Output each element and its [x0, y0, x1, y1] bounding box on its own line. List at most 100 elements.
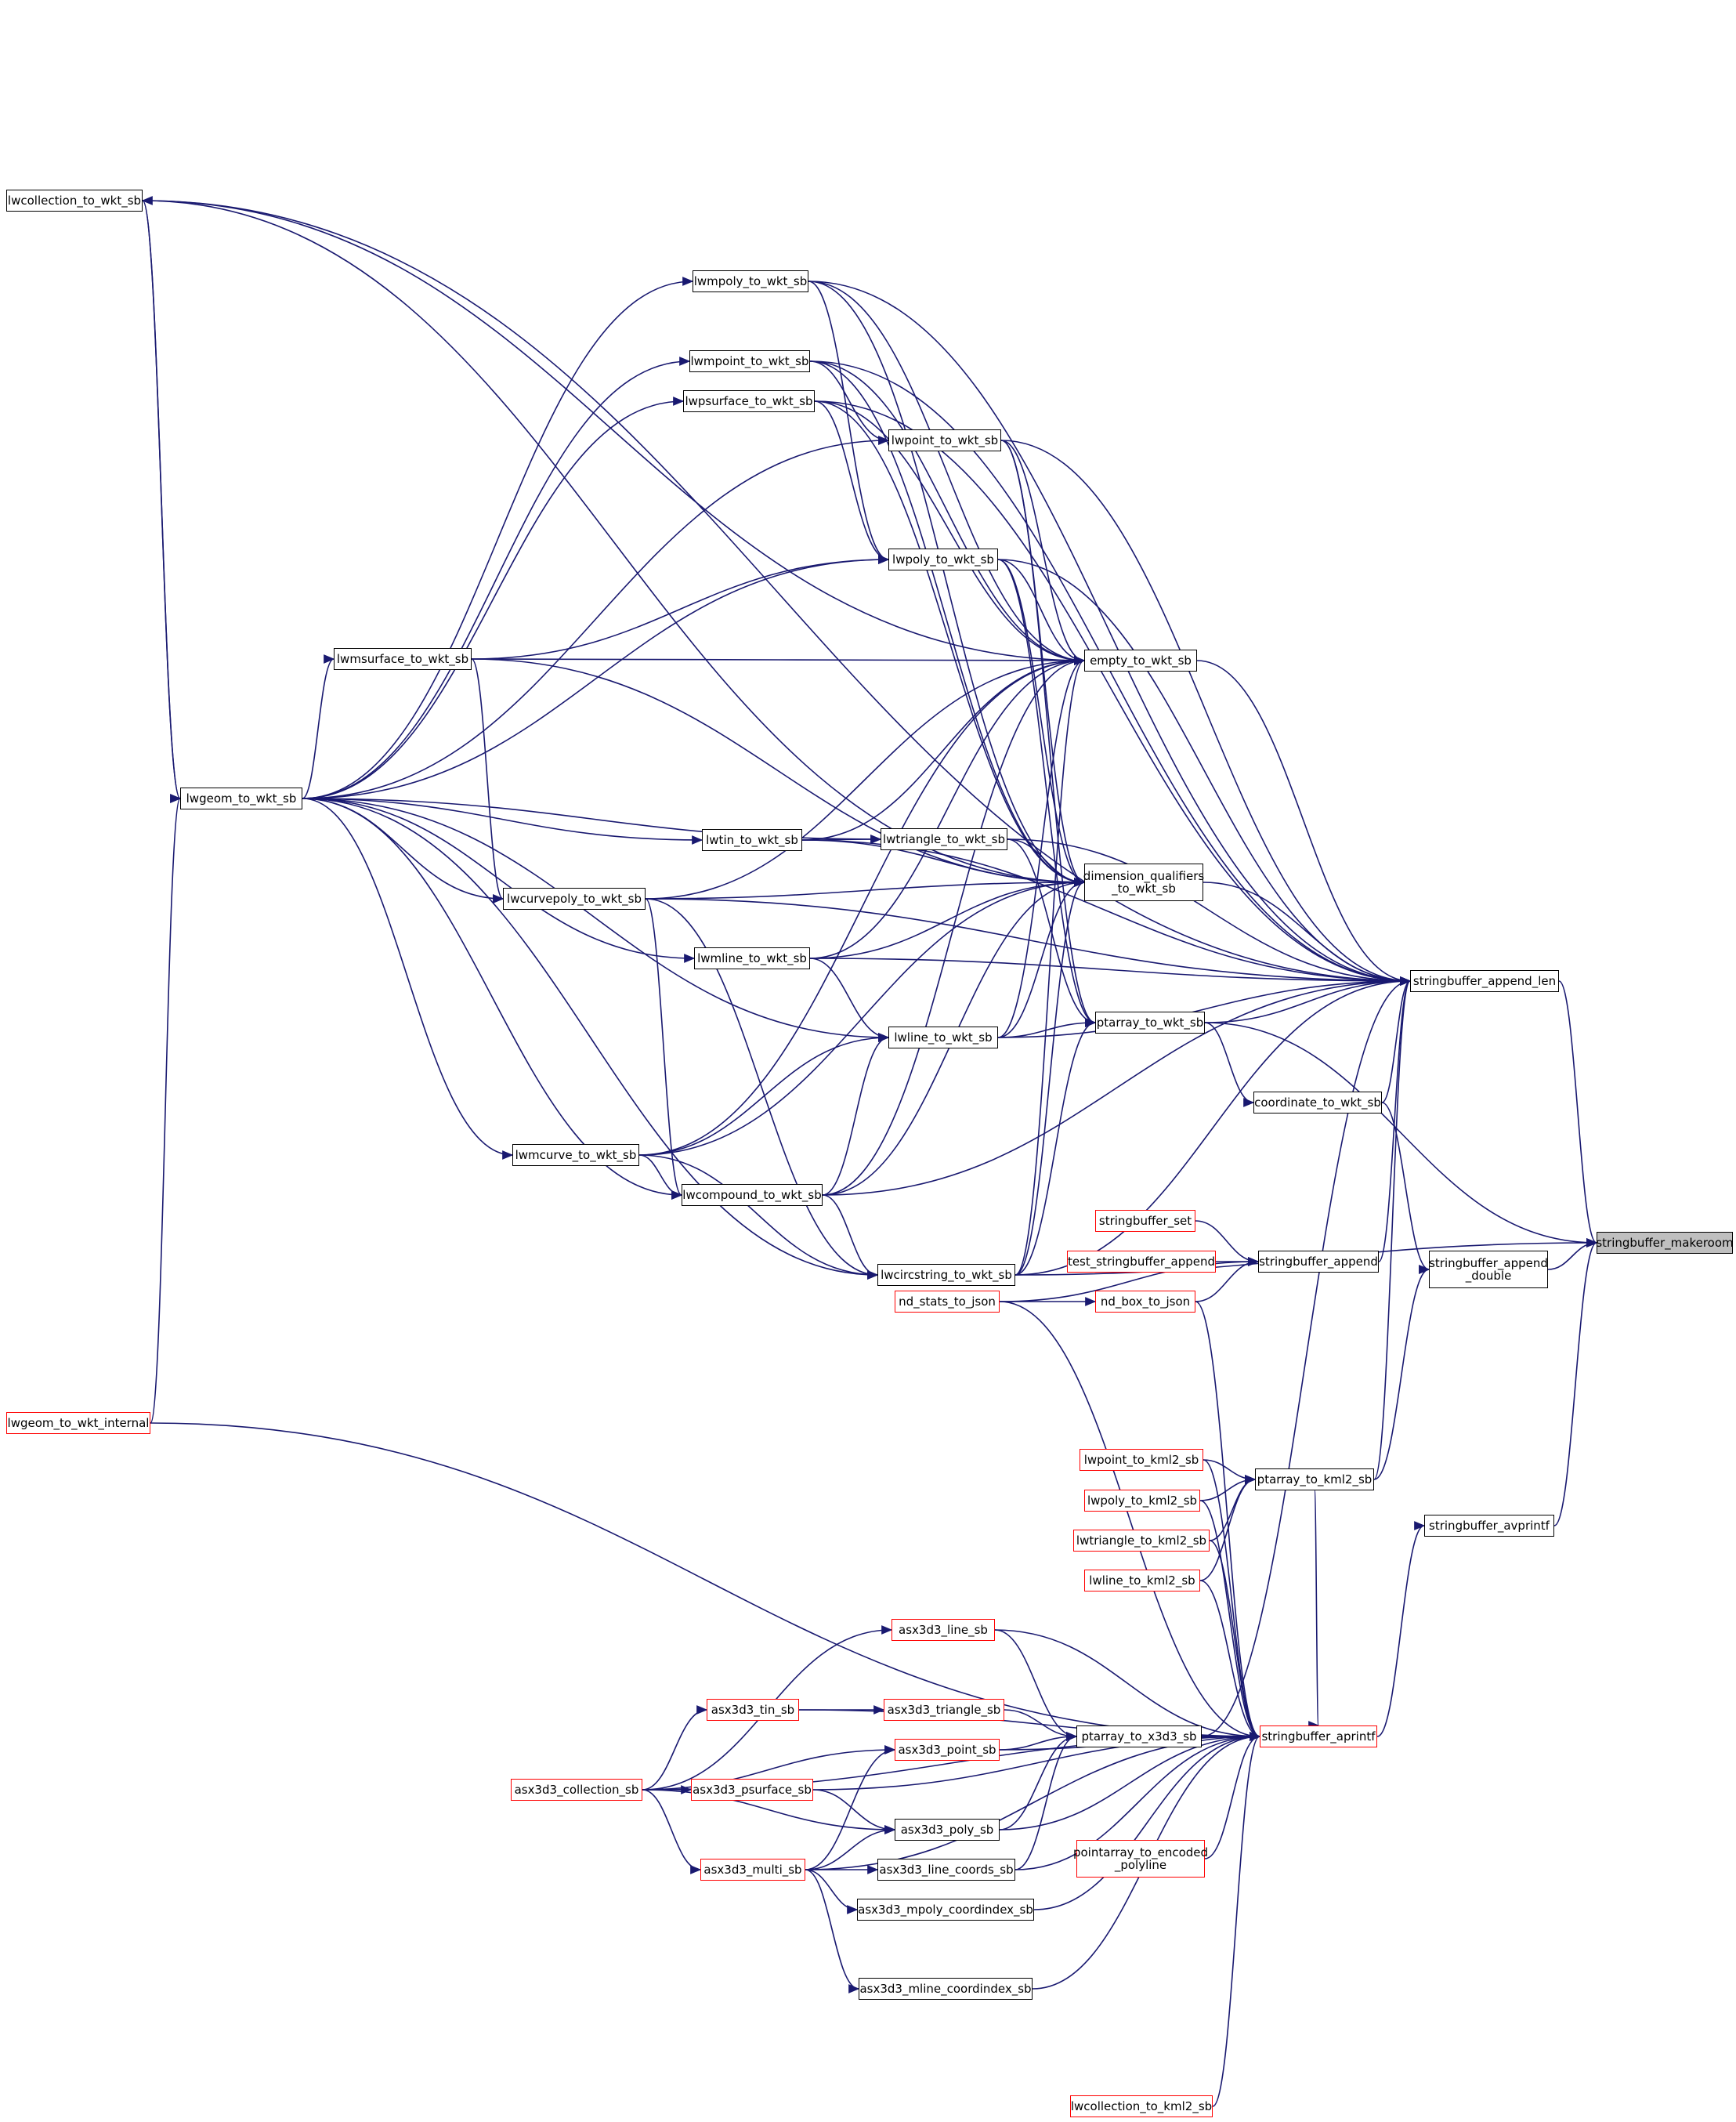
edge-lwcircstring-to-wkt-sb-to-stringbuffer-append-len [1014, 976, 1412, 1276]
node-lwgeom-to-wkt-internal[interactable]: lwgeom_to_wkt_internal [6, 1412, 150, 1434]
node-label: _polyline [1114, 1858, 1167, 1872]
node-lwcurvepoly-to-wkt-sb[interactable]: lwcurvepoly_to_wkt_sb [503, 888, 646, 910]
node-asx3d3-point-sb[interactable]: asx3d3_point_sb [895, 1739, 1000, 1761]
node-lwmline-to-wkt-sb[interactable]: lwmline_to_wkt_sb [694, 947, 810, 969]
node-nd-stats-to-json[interactable]: nd_stats_to_json [895, 1291, 1000, 1313]
node-nd-box-to-json[interactable]: nd_box_to_json [1095, 1291, 1195, 1313]
node-label: stringbuffer_append_len [1412, 973, 1557, 988]
edge-lwtriangle-to-kml2-sb-to-stringbuffer-aprintf [1209, 1540, 1261, 1741]
edge-ptarray-to-wkt-sb-to-coordinate-to-wkt-sb [1204, 1022, 1255, 1107]
node-stringbuffer-aprintf[interactable]: stringbuffer_aprintf [1260, 1725, 1377, 1747]
node-asx3d3-collection-sb[interactable]: asx3d3_collection_sb [511, 1779, 642, 1801]
node-label: asx3d3_psurface_sb [693, 1782, 812, 1797]
edge-ptarray-to-x3d3-sb-to-stringbuffer-append-len [1201, 976, 1412, 1737]
edge-asx3d3-multi-sb-to-asx3d3-poly-sb [805, 1825, 896, 1870]
edge-lwpoly-to-kml2-sb-to-stringbuffer-aprintf [1199, 1500, 1261, 1741]
edge-lwcollection-to-wkt-sb-to-empty-to-wkt-sb [142, 200, 1086, 665]
node-label: nd_stats_to_json [899, 1294, 996, 1309]
node-pointarray-to-encoded-polyline[interactable]: pointarray_to_encoded_polyline [1072, 1840, 1209, 1878]
node-label: lwmline_to_wkt_sb [697, 951, 807, 965]
node-stringbuffer-append[interactable]: stringbuffer_append [1258, 1251, 1379, 1273]
edge-lwgeom-to-wkt-sb-to-lwline-to-wkt-sb [302, 798, 890, 1042]
edge-empty-to-wkt-sb-to-stringbuffer-append-len [1196, 660, 1412, 986]
node-lwtin-to-wkt-sb[interactable]: lwtin_to_wkt_sb [702, 829, 802, 851]
node-lwmpoly-to-wkt-sb[interactable]: lwmpoly_to_wkt_sb [693, 270, 808, 292]
node-asx3d3-multi-sb[interactable]: asx3d3_multi_sb [700, 1859, 805, 1881]
node-lwpoly-to-kml2-sb[interactable]: lwpoly_to_kml2_sb [1084, 1490, 1200, 1512]
node-label: lwmsurface_to_wkt_sb [336, 651, 469, 666]
edge-lwcurvepoly-to-wkt-sb-to-lwcompound-to-wkt-sb [645, 898, 683, 1200]
edge-asx3d3-collection-sb-to-asx3d3-multi-sb [642, 1789, 702, 1874]
node-asx3d3-line-coords-sb[interactable]: asx3d3_line_coords_sb [877, 1859, 1015, 1881]
edge-lwmsurface-to-wkt-sb-to-empty-to-wkt-sb [471, 656, 1086, 665]
node-ptarray-to-wkt-sb[interactable]: ptarray_to_wkt_sb [1095, 1012, 1205, 1034]
node-lwtriangle-to-wkt-sb[interactable]: lwtriangle_to_wkt_sb [881, 828, 1007, 850]
node-dimension-qualifiers-to-wkt-sb[interactable]: dimension_qualifiers_to_wkt_sb [1083, 864, 1205, 901]
edge-lwgeom-to-wkt-sb-to-lwmpoly-to-wkt-sb [302, 277, 694, 799]
edge-lwmpoly-to-wkt-sb-to-dimension-qualifiers-to-wkt-sb [808, 281, 1086, 887]
node-asx3d3-poly-sb[interactable]: asx3d3_poly_sb [895, 1819, 1000, 1841]
node-label: asx3d3_mline_coordindex_sb [859, 1981, 1032, 1996]
node-asx3d3-tin-sb[interactable]: asx3d3_tin_sb [707, 1699, 799, 1721]
edge-lwcompound-to-wkt-sb-to-empty-to-wkt-sb [822, 656, 1086, 1196]
edge-lwgeom-to-wkt-sb-to-lwmcurve-to-wkt-sb [302, 798, 514, 1160]
node-lwmpoint-to-wkt-sb[interactable]: lwmpoint_to_wkt_sb [689, 350, 810, 372]
node-stringbuffer-append-len[interactable]: stringbuffer_append_len [1410, 970, 1559, 992]
edge-lwgeom-to-wkt-sb-to-lwtin-to-wkt-sb [302, 798, 703, 845]
node-lwpoint-to-kml2-sb[interactable]: lwpoint_to_kml2_sb [1080, 1449, 1203, 1471]
node-ptarray-to-kml2-sb[interactable]: ptarray_to_kml2_sb [1255, 1468, 1374, 1490]
edge-lwcompound-to-wkt-sb-to-stringbuffer-append-len [822, 976, 1412, 1196]
node-ptarray-to-x3d3-sb[interactable]: ptarray_to_x3d3_sb [1076, 1725, 1202, 1747]
node-label: lwtriangle_to_wkt_sb [883, 831, 1005, 846]
node-lwpsurface-to-wkt-sb[interactable]: lwpsurface_to_wkt_sb [683, 390, 815, 412]
node-empty-to-wkt-sb[interactable]: empty_to_wkt_sb [1084, 650, 1197, 672]
node-test-stringbuffer-append[interactable]: test_stringbuffer_append [1067, 1251, 1216, 1273]
node-label: test_stringbuffer_append [1067, 1254, 1216, 1269]
edge-asx3d3-psurface-sb-to-asx3d3-poly-sb [812, 1789, 896, 1834]
node-asx3d3-mpoly-coordindex-sb[interactable]: asx3d3_mpoly_coordindex_sb [857, 1899, 1034, 1921]
node-label: lwpoly_to_wkt_sb [892, 552, 994, 567]
node-stringbuffer-set[interactable]: stringbuffer_set [1095, 1210, 1195, 1232]
node-lwmsurface-to-wkt-sb[interactable]: lwmsurface_to_wkt_sb [334, 648, 472, 670]
node-asx3d3-line-sb[interactable]: asx3d3_line_sb [892, 1619, 995, 1641]
node-asx3d3-psurface-sb[interactable]: asx3d3_psurface_sb [691, 1779, 813, 1801]
node-asx3d3-triangle-sb[interactable]: asx3d3_triangle_sb [884, 1699, 1004, 1721]
edge-lwcompound-to-wkt-sb-to-lwline-to-wkt-sb [822, 1033, 890, 1196]
node-coordinate-to-wkt-sb[interactable]: coordinate_to_wkt_sb [1253, 1092, 1382, 1114]
node-stringbuffer-avprintf[interactable]: stringbuffer_avprintf [1424, 1515, 1554, 1537]
node-label: ptarray_to_kml2_sb [1257, 1472, 1373, 1486]
edge-lwline-to-wkt-sb-to-stringbuffer-append-len [997, 976, 1412, 1038]
edge-lwmline-to-wkt-sb-to-stringbuffer-append-len [809, 958, 1412, 986]
node-label: asx3d3_triangle_sb [887, 1702, 1001, 1717]
node-lwcircstring-to-wkt-sb[interactable]: lwcircstring_to_wkt_sb [877, 1264, 1015, 1286]
node-lwline-to-kml2-sb[interactable]: lwline_to_kml2_sb [1084, 1570, 1200, 1592]
node-label: coordinate_to_wkt_sb [1254, 1095, 1381, 1110]
node-lwtriangle-to-kml2-sb[interactable]: lwtriangle_to_kml2_sb [1073, 1530, 1210, 1552]
edge-lwline-to-wkt-sb-to-ptarray-to-wkt-sb [997, 1018, 1097, 1038]
node-lwmcurve-to-wkt-sb[interactable]: lwmcurve_to_wkt_sb [512, 1144, 639, 1166]
node-lwline-to-wkt-sb[interactable]: lwline_to_wkt_sb [888, 1027, 998, 1048]
node-lwcollection-to-kml2-sb[interactable]: lwcollection_to_kml2_sb [1070, 2095, 1213, 2117]
node-stringbuffer-append-double[interactable]: stringbuffer_append_double [1429, 1251, 1548, 1288]
node-lwpoly-to-wkt-sb[interactable]: lwpoly_to_wkt_sb [888, 549, 998, 570]
node-asx3d3-mline-coordindex-sb[interactable]: asx3d3_mline_coordindex_sb [859, 1978, 1033, 2000]
edge-stringbuffer-append-len-to-stringbuffer-makeroom [1558, 980, 1598, 1247]
edge-lwcurvepoly-to-wkt-sb-to-stringbuffer-append-len [645, 898, 1412, 986]
edge-lwgeom-to-wkt-sb-to-lwcollection-to-wkt-sb [141, 196, 181, 799]
edge-ptarray-to-wkt-sb-to-stringbuffer-makeroom [1204, 1022, 1598, 1247]
node-lwgeom-to-wkt-sb[interactable]: lwgeom_to_wkt_sb [180, 788, 302, 809]
node-lwcollection-to-wkt-sb[interactable]: lwcollection_to_wkt_sb [6, 190, 143, 212]
node-label: dimension_qualifiers [1083, 868, 1205, 883]
node-label: pointarray_to_encoded [1072, 1845, 1209, 1859]
node-lwcompound-to-wkt-sb[interactable]: lwcompound_to_wkt_sb [682, 1184, 823, 1206]
edge-lwpoint-to-wkt-sb-to-empty-to-wkt-sb [1000, 440, 1086, 665]
node-label: ptarray_to_wkt_sb [1096, 1015, 1204, 1030]
edge-lwgeom-to-wkt-sb-to-lwcurvepoly-to-wkt-sb [302, 798, 505, 903]
edge-lwmpoint-to-wkt-sb-to-dimension-qualifiers-to-wkt-sb [809, 360, 1086, 887]
node-lwpoint-to-wkt-sb[interactable]: lwpoint_to_wkt_sb [888, 429, 1001, 451]
edge-asx3d3-multi-sb-to-asx3d3-point-sb [805, 1745, 896, 1870]
edge-nd-stats-to-json-to-stringbuffer-aprintf [999, 1301, 1261, 1741]
edge-stringbuffer-append-to-stringbuffer-append-len [1378, 976, 1412, 1262]
edge-coordinate-to-wkt-sb-to-stringbuffer-append-double [1381, 1102, 1430, 1274]
